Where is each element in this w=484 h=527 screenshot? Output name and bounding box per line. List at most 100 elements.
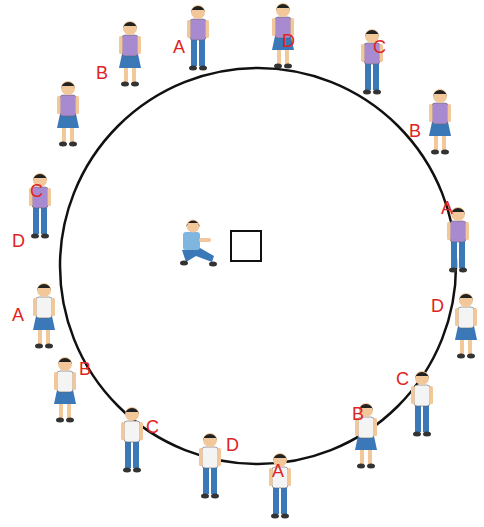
figure-part	[61, 81, 75, 95]
figure-part	[367, 464, 375, 469]
figure-part	[415, 372, 429, 379]
figure-part	[199, 38, 205, 66]
figure-part	[273, 486, 279, 514]
group-letter: B	[352, 405, 364, 423]
figure-part	[211, 494, 219, 499]
group-letter: A	[173, 38, 185, 56]
figure-part	[191, 6, 205, 13]
figure-part	[373, 62, 379, 90]
figure-part	[73, 372, 77, 390]
figure-part	[59, 142, 67, 147]
figure-part	[451, 208, 465, 215]
figure-part	[187, 20, 191, 38]
child-figure	[199, 433, 221, 499]
figure-part	[191, 5, 205, 19]
center-child	[180, 220, 217, 267]
figure-part	[365, 30, 379, 37]
figure-part	[458, 307, 474, 328]
figure-part	[119, 36, 123, 54]
child-figure	[33, 283, 55, 349]
figure-part	[430, 386, 434, 404]
group-letter: C	[30, 182, 43, 200]
figure-part	[48, 188, 52, 206]
figure-part	[58, 358, 72, 365]
figure-part	[76, 96, 80, 114]
group-letter: C	[373, 38, 386, 56]
figure-part	[447, 222, 451, 240]
figure-part	[449, 268, 457, 273]
figure-part	[413, 432, 421, 437]
figure-part	[37, 284, 51, 291]
figure-part	[474, 308, 478, 326]
figure-part	[441, 150, 449, 155]
figure-part	[199, 66, 207, 71]
figure-part	[133, 440, 139, 468]
figure-part	[206, 20, 210, 38]
figure-part	[467, 354, 475, 359]
figure-part	[273, 454, 287, 461]
figure-part	[123, 468, 131, 473]
figure-part	[123, 21, 137, 35]
figure-part	[180, 261, 188, 266]
group-letter: D	[226, 436, 239, 454]
figure-part	[125, 440, 131, 468]
figure-part	[423, 404, 429, 432]
figure-part	[187, 221, 200, 228]
figure-part	[284, 64, 292, 69]
figure-part	[288, 468, 292, 486]
figure-part	[125, 408, 139, 415]
figure-part	[365, 62, 371, 90]
group-letter: D	[12, 232, 25, 250]
figure-part	[41, 206, 47, 234]
figure-part	[203, 433, 217, 447]
center-square	[231, 231, 261, 261]
figure-part	[54, 372, 58, 390]
figure-part	[451, 240, 457, 268]
figure-part	[58, 357, 72, 371]
group-letter: B	[409, 122, 421, 140]
child-figure	[54, 357, 76, 423]
figure-part	[373, 90, 381, 95]
figure-part	[201, 494, 209, 499]
figure-part	[57, 371, 73, 392]
group-letter: D	[431, 297, 444, 315]
figure-part	[423, 432, 431, 437]
group-letter: A	[441, 199, 453, 217]
figure-part	[183, 232, 200, 250]
figure-part	[125, 407, 139, 421]
figure-part	[363, 90, 371, 95]
figure-part	[274, 64, 282, 69]
group-letter: A	[272, 462, 284, 480]
figure-part	[133, 468, 141, 473]
figure-part	[121, 422, 125, 440]
figure-part	[189, 66, 197, 71]
figure-part	[276, 4, 290, 11]
figure-part	[35, 344, 43, 349]
figure-part	[459, 293, 473, 307]
figure-part	[182, 248, 214, 262]
figure-part	[202, 447, 218, 468]
figure-part	[60, 95, 76, 116]
figure-part	[361, 44, 365, 62]
figure-part	[45, 344, 53, 349]
figure-part	[52, 298, 56, 316]
figure-part	[140, 422, 144, 440]
figure-part	[448, 104, 452, 122]
figure-part	[33, 206, 39, 234]
figure-part	[33, 298, 37, 316]
figure-part	[466, 222, 470, 240]
child-figure	[29, 173, 51, 239]
figure-part	[121, 82, 129, 87]
child-figure	[269, 453, 291, 519]
children	[29, 3, 477, 519]
figure-part	[415, 371, 429, 385]
figure-part	[199, 238, 211, 242]
game-circle	[60, 68, 456, 464]
figure-part	[433, 89, 447, 103]
figure-part	[276, 3, 290, 17]
figure-part	[457, 354, 465, 359]
figure-part	[57, 96, 61, 114]
group-letter: D	[282, 32, 295, 50]
figure-part	[272, 18, 276, 36]
group-letter: B	[79, 360, 91, 378]
